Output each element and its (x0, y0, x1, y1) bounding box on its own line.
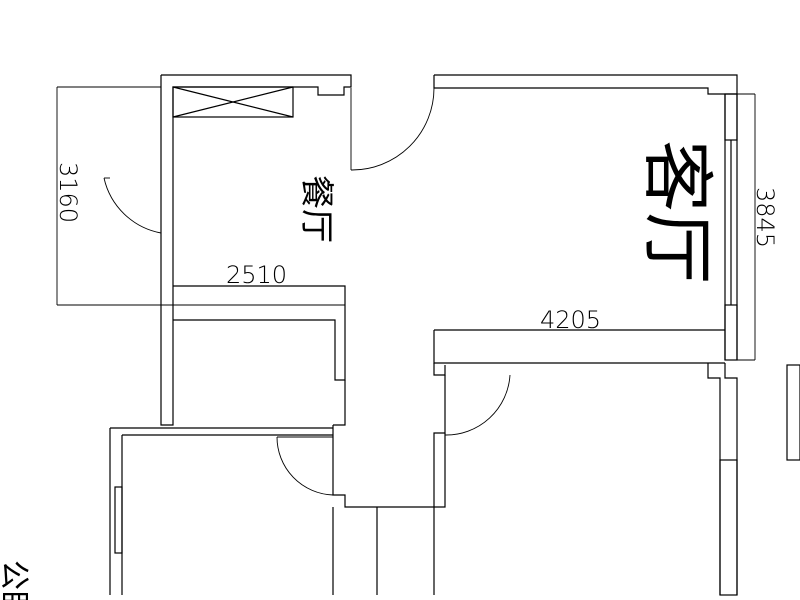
room-label-partial: 公卧 (0, 560, 31, 600)
walls-dining (160, 74, 352, 426)
dim-dining-width: 2510 (226, 261, 287, 289)
door-swings (103, 87, 511, 496)
room-label-dining: 餐厅 (296, 175, 336, 243)
room-label-living: 客厅 (635, 140, 719, 284)
walls-corridor (109, 364, 800, 595)
dim-living-width: 4205 (540, 306, 601, 334)
dim-living-height: 3845 (751, 187, 779, 248)
dim-dining-height: 3160 (54, 162, 82, 223)
